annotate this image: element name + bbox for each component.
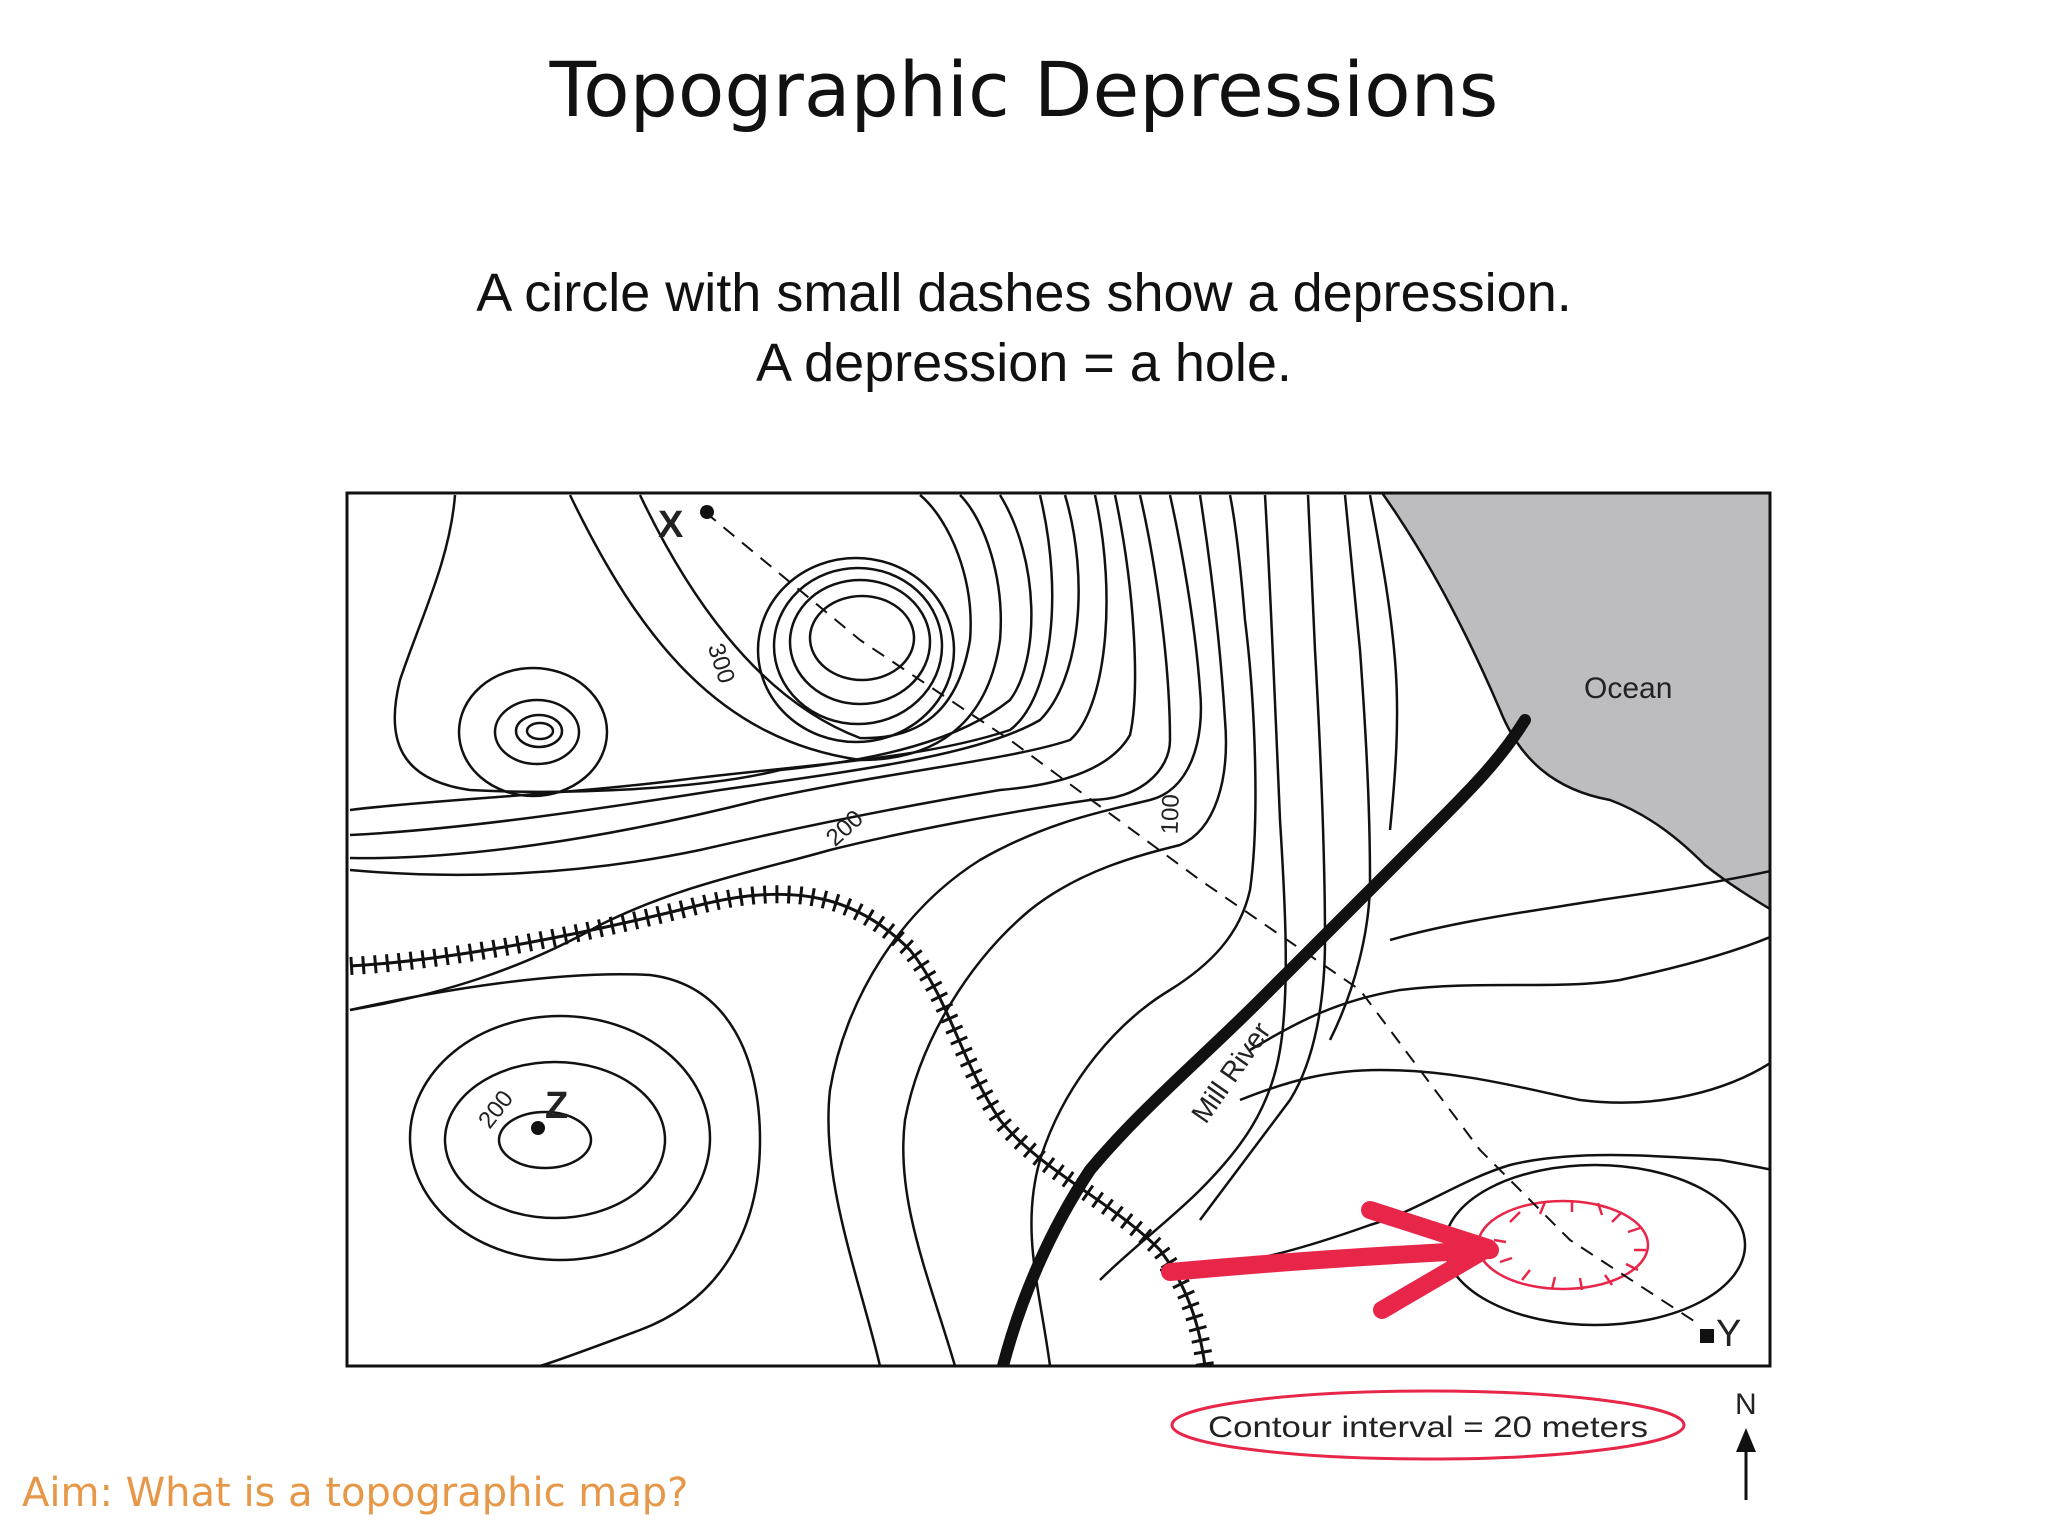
- x-hill-contours: [349, 494, 1108, 860]
- contour-label-100: 100: [1157, 794, 1185, 835]
- railroad: [349, 885, 1214, 1366]
- profile-line: [704, 511, 1701, 1326]
- point-x-dot: [700, 505, 714, 519]
- point-y-dot: [1700, 1329, 1714, 1343]
- point-z-dot: [531, 1121, 545, 1135]
- ocean-area: [1380, 493, 1770, 911]
- ocean-label: Ocean: [1584, 672, 1672, 705]
- depression-hachures: [1493, 1200, 1646, 1291]
- mill-river: [997, 714, 1531, 1366]
- depression-arrow: [1161, 1201, 1499, 1319]
- contour-label-200-b: 200: [473, 1086, 519, 1134]
- subtitle-line-1: A circle with small dashes show a depres…: [476, 263, 1572, 323]
- slide-subtitle: A circle with small dashes show a depres…: [0, 258, 2048, 398]
- contour-interval-oval: [1170, 1389, 1686, 1461]
- slide-title: Topographic Depressions: [549, 45, 1499, 134]
- nw-hill-contours: [457, 666, 609, 798]
- aim-footer: Aim: What is a topographic map?: [22, 1470, 689, 1516]
- point-x-label: X: [658, 504, 684, 546]
- contour-label-300: 300: [702, 640, 740, 686]
- middle-contours: [349, 494, 1399, 1366]
- contour-interval-label: Contour interval = 20 meters: [1208, 1411, 1648, 1444]
- subtitle-line-2: A depression = a hole.: [756, 333, 1292, 393]
- north-label: N: [1735, 1388, 1757, 1421]
- map-frame: [345, 491, 1772, 1368]
- z-hill-contours: [349, 972, 762, 1366]
- point-y-label: Y: [1716, 1313, 1741, 1355]
- contour-label-200-a: 200: [821, 805, 869, 852]
- north-arrow-icon: [1736, 1428, 1756, 1500]
- point-z-label: Z: [545, 1085, 568, 1127]
